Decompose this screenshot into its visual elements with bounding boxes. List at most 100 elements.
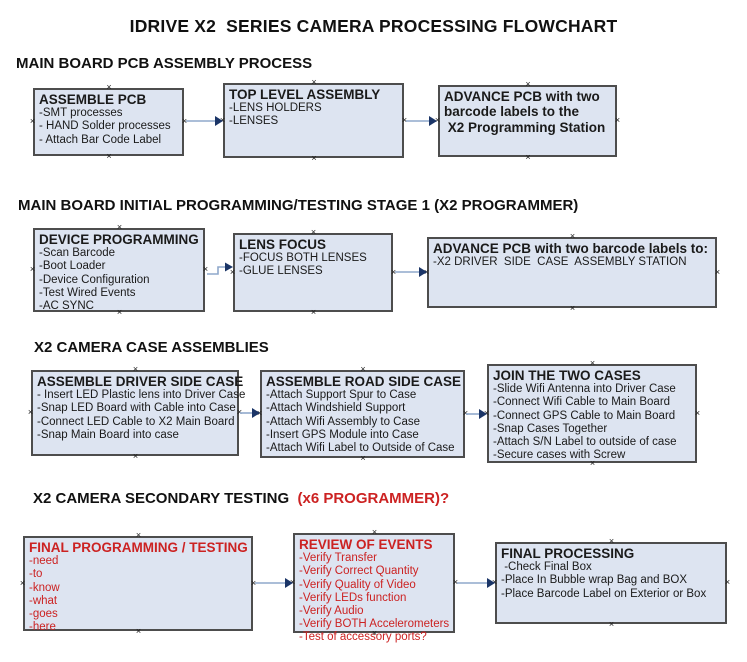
connection-point-icon: ×	[106, 82, 112, 92]
box-line: -to	[29, 568, 43, 581]
box-line: - HAND Solder processes	[39, 120, 171, 133]
connection-point-icon: ×	[310, 307, 317, 317]
box-line: X2 Programming Station	[444, 119, 606, 135]
box-lines: -LENS HOLDERS-LENSES	[229, 102, 398, 128]
box-line: -know	[29, 581, 60, 594]
box-line: -Verify BOTH Accelerometers	[299, 617, 450, 630]
box-line: -Test Wired Events	[39, 286, 136, 299]
connection-point-icon: ×	[106, 151, 112, 161]
connection-point-icon: ×	[569, 303, 576, 313]
section-heading-case-assemblies: X2 CAMERA CASE ASSEMBLIES	[34, 339, 269, 356]
box-lines: -Check Final Box-Place In Bubble wrap Ba…	[501, 561, 721, 600]
box-line: -here	[29, 620, 56, 633]
box-line: -Connect LED Cable to X2 Main Board	[37, 415, 235, 428]
section-heading-pcb-assembly: MAIN BOARD PCB ASSEMBLY PROCESS	[16, 55, 312, 72]
section-heading-initial-programming: MAIN BOARD INITIAL PROGRAMMING/TESTING S…	[18, 197, 578, 214]
box-title: ASSEMBLE PCB	[39, 92, 147, 107]
box-lines: -Verify Transfer-Verify Correct Quantity…	[299, 552, 449, 644]
box-line: barcode labels to the	[444, 104, 580, 120]
box-line: -Snap LED Board with Cable into Case	[37, 402, 236, 415]
flow-box-assemble-driver-side-case: ASSEMBLE DRIVER SIDE CASE - Insert LED P…	[28, 365, 246, 461]
flow-box-lens-focus: LENS FOCUS -FOCUS BOTH LENSES-GLUE LENSE…	[230, 228, 396, 317]
box-line: -FOCUS BOTH LENSES	[239, 252, 367, 265]
connection-point-icon: ×	[589, 358, 596, 368]
box-line: -GLUE LENSES	[239, 265, 323, 278]
flow-arrow-device-programming-to-lens-focus	[207, 262, 233, 275]
section-heading-text: MAIN BOARD INITIAL PROGRAMMING/TESTING S…	[18, 197, 579, 214]
connection-point-icon: ×	[116, 222, 123, 232]
connection-point-icon: ×	[360, 453, 366, 463]
flow-arrow-lens-focus-to-advance-pcb	[395, 267, 427, 277]
box-title: FINAL PROGRAMMING / TESTING	[29, 540, 248, 555]
connection-point-icon: ×	[608, 619, 615, 629]
flow-box-assemble-road-side-case: ASSEMBLE ROAD SIDE CASE -Attach Support …	[257, 365, 468, 463]
connection-point-icon: ×	[614, 115, 621, 125]
box-line: -LENSES	[229, 115, 279, 128]
box-line: -Test of accessory ports?	[299, 631, 427, 644]
box-lines: -X2 DRIVER SIDE CASE ASSEMBLY STATION	[433, 256, 711, 269]
box-line: -Attach Windshield Support	[266, 402, 406, 415]
flow-box-advance-pcb-programming-station: ADVANCE PCB with two barcode labels to t…	[435, 80, 620, 162]
flow-arrow-review-to-final-processing	[457, 578, 495, 588]
box-line: -Verify LEDs function	[299, 591, 407, 604]
section-heading-text: X2 CAMERA SECONDARY TESTING	[33, 490, 298, 507]
box-title: TOP LEVEL ASSEMBLY	[229, 87, 381, 102]
box-line: -Check Final Box	[501, 561, 592, 574]
box-lines: -need-to-know-what-goes-here	[29, 555, 247, 634]
section-heading-text: MAIN BOARD PCB ASSEMBLY PROCESS	[16, 55, 313, 72]
flow-box-final-processing: FINAL PROCESSING -Check Final Box-Place …	[492, 537, 730, 629]
box-title: REVIEW OF EVENTS	[299, 537, 433, 552]
box-lines: -SMT processes- HAND Solder processes- A…	[39, 107, 178, 146]
flow-box-join-the-two-cases: JOIN THE TWO CASES -Slide Wifi Antenna i…	[484, 359, 700, 468]
box-line: -LENS HOLDERS	[229, 102, 322, 115]
flow-arrow-driver-case-to-road-case	[240, 408, 260, 418]
box-line: -Attach Wifi Assembly to Case	[266, 415, 421, 428]
flow-box-review-of-events: REVIEW OF EVENTS -Verify Transfer-Verify…	[290, 528, 458, 644]
box-title: ASSEMBLE DRIVER SIDE CASE	[37, 374, 244, 389]
box-title: DEVICE PROGRAMMING	[39, 232, 199, 247]
box-line: -Attach Wifi Label to Outside of Case	[266, 441, 455, 454]
flow-arrow-top-level-to-advance-pcb	[406, 116, 437, 126]
box-line: -need	[29, 555, 59, 568]
box-line: -Attach S/N Label to outside of case	[493, 435, 677, 448]
connection-point-icon: ×	[608, 536, 615, 546]
box-title: ASSEMBLE ROAD SIDE CASE	[266, 374, 462, 389]
connection-point-icon: ×	[132, 364, 139, 374]
section-heading-text: X2 CAMERA CASE ASSEMBLIES	[34, 339, 269, 356]
box-lines: -FOCUS BOTH LENSES-GLUE LENSES	[239, 252, 387, 278]
flow-box-top-level-assembly: TOP LEVEL ASSEMBLY -LENS HOLDERS-LENSES …	[220, 78, 407, 163]
box-line: -Connect GPS Cable to Main Board	[493, 409, 676, 422]
box-line: -Place Barcode Label on Exterior or Box	[501, 587, 707, 600]
connection-point-icon: ×	[525, 79, 531, 89]
connection-point-icon: ×	[371, 527, 378, 537]
box-line: -Connect Wifi Cable to Main Board	[493, 396, 671, 409]
box-line: -Verify Transfer	[299, 552, 377, 565]
box-line: -Verify Correct Quantity	[299, 565, 419, 578]
page-title: IDRIVE X2 SERIES CAMERA PROCESSING FLOWC…	[129, 16, 618, 36]
connection-point-icon: ×	[694, 407, 701, 418]
flow-box-assemble-pcb: ASSEMBLE PCB -SMT processes- HAND Solder…	[30, 83, 187, 161]
connection-point-icon: ×	[311, 153, 317, 163]
box-line: -Verify Quality of Video	[299, 578, 416, 591]
flow-arrow-assemble-pcb-to-top-level	[186, 116, 223, 126]
box-lines: -Attach Support Spur to Case-Attach Wind…	[266, 389, 459, 455]
connection-point-icon: ×	[525, 152, 531, 162]
box-line: -Slide Wifi Antenna into Driver Case	[493, 383, 676, 396]
connection-point-icon: ×	[724, 577, 731, 587]
connection-point-icon: ×	[569, 231, 576, 241]
connection-point-icon: ×	[714, 266, 721, 277]
box-line: -Snap Cases Together	[493, 422, 608, 435]
box-title: LENS FOCUS	[239, 237, 327, 252]
box-line: -Place In Bubble wrap Bag and BOX	[501, 574, 688, 587]
connection-point-icon: ×	[29, 264, 36, 274]
box-lines: - Insert LED Plastic lens into Driver Ca…	[37, 389, 245, 441]
section-heading-secondary-testing: X2 CAMERA SECONDARY TESTING (x6 PROGRAMM…	[33, 490, 449, 507]
section-heading-suffix: (x6 PROGRAMMER)?	[297, 490, 450, 507]
flow-arrow-road-case-to-join-cases	[466, 409, 487, 419]
box-line: -Attach Support Spur to Case	[266, 389, 417, 402]
box-line: -SMT processes	[39, 107, 123, 120]
box-title: JOIN THE TWO CASES	[493, 368, 641, 383]
connection-point-icon: ×	[310, 227, 317, 237]
box-line: - Attach Bar Code Label	[39, 133, 162, 146]
